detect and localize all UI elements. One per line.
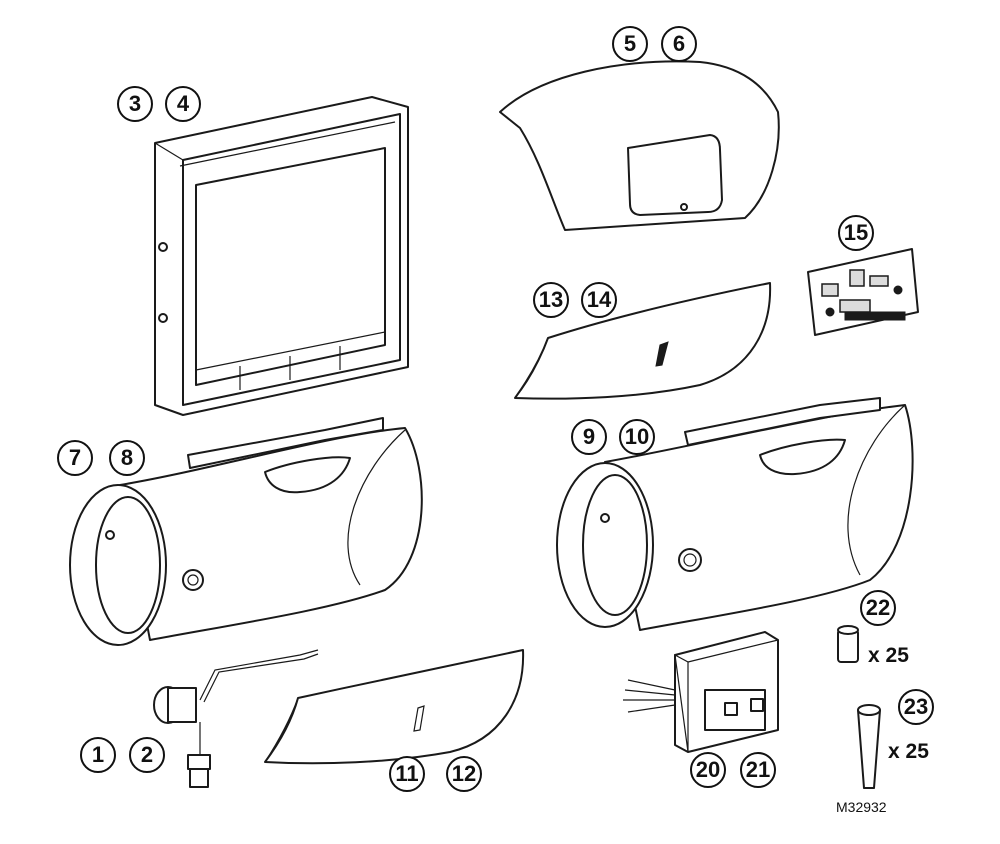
large-lid-part (264, 649, 525, 765)
callout-7: 7 (57, 440, 93, 476)
callout-14: 14 (581, 282, 617, 318)
plug-part (837, 625, 859, 663)
callout-20: 20 (690, 752, 726, 788)
transformer-part (623, 631, 779, 753)
callout-8: 8 (109, 440, 145, 476)
left-duct-part (69, 417, 423, 646)
sleeve-part (857, 704, 881, 789)
callout-1: 1 (80, 737, 116, 773)
callout-4: 4 (165, 86, 201, 122)
callout-3: 3 (117, 86, 153, 122)
sensor-part (153, 649, 319, 788)
callout-15: 15 (838, 215, 874, 251)
quantity-part-22: x 25 (868, 644, 909, 667)
quantity-part-23: x 25 (888, 740, 929, 763)
callout-6: 6 (661, 26, 697, 62)
callout-13: 13 (533, 282, 569, 318)
callout-10: 10 (619, 419, 655, 455)
callout-12: 12 (446, 756, 482, 792)
right-duct-part (556, 397, 914, 631)
small-lid-part (514, 282, 772, 400)
callout-21: 21 (740, 752, 776, 788)
callout-11: 11 (389, 756, 425, 792)
callout-5: 5 (612, 26, 648, 62)
circuit-board-part (807, 248, 919, 336)
top-cover-part (499, 60, 780, 231)
callout-2: 2 (129, 737, 165, 773)
callout-22: 22 (860, 590, 896, 626)
callout-9: 9 (571, 419, 607, 455)
callout-23: 23 (898, 689, 934, 725)
figure-reference: M32932 (836, 799, 887, 815)
frame-part (154, 96, 409, 416)
